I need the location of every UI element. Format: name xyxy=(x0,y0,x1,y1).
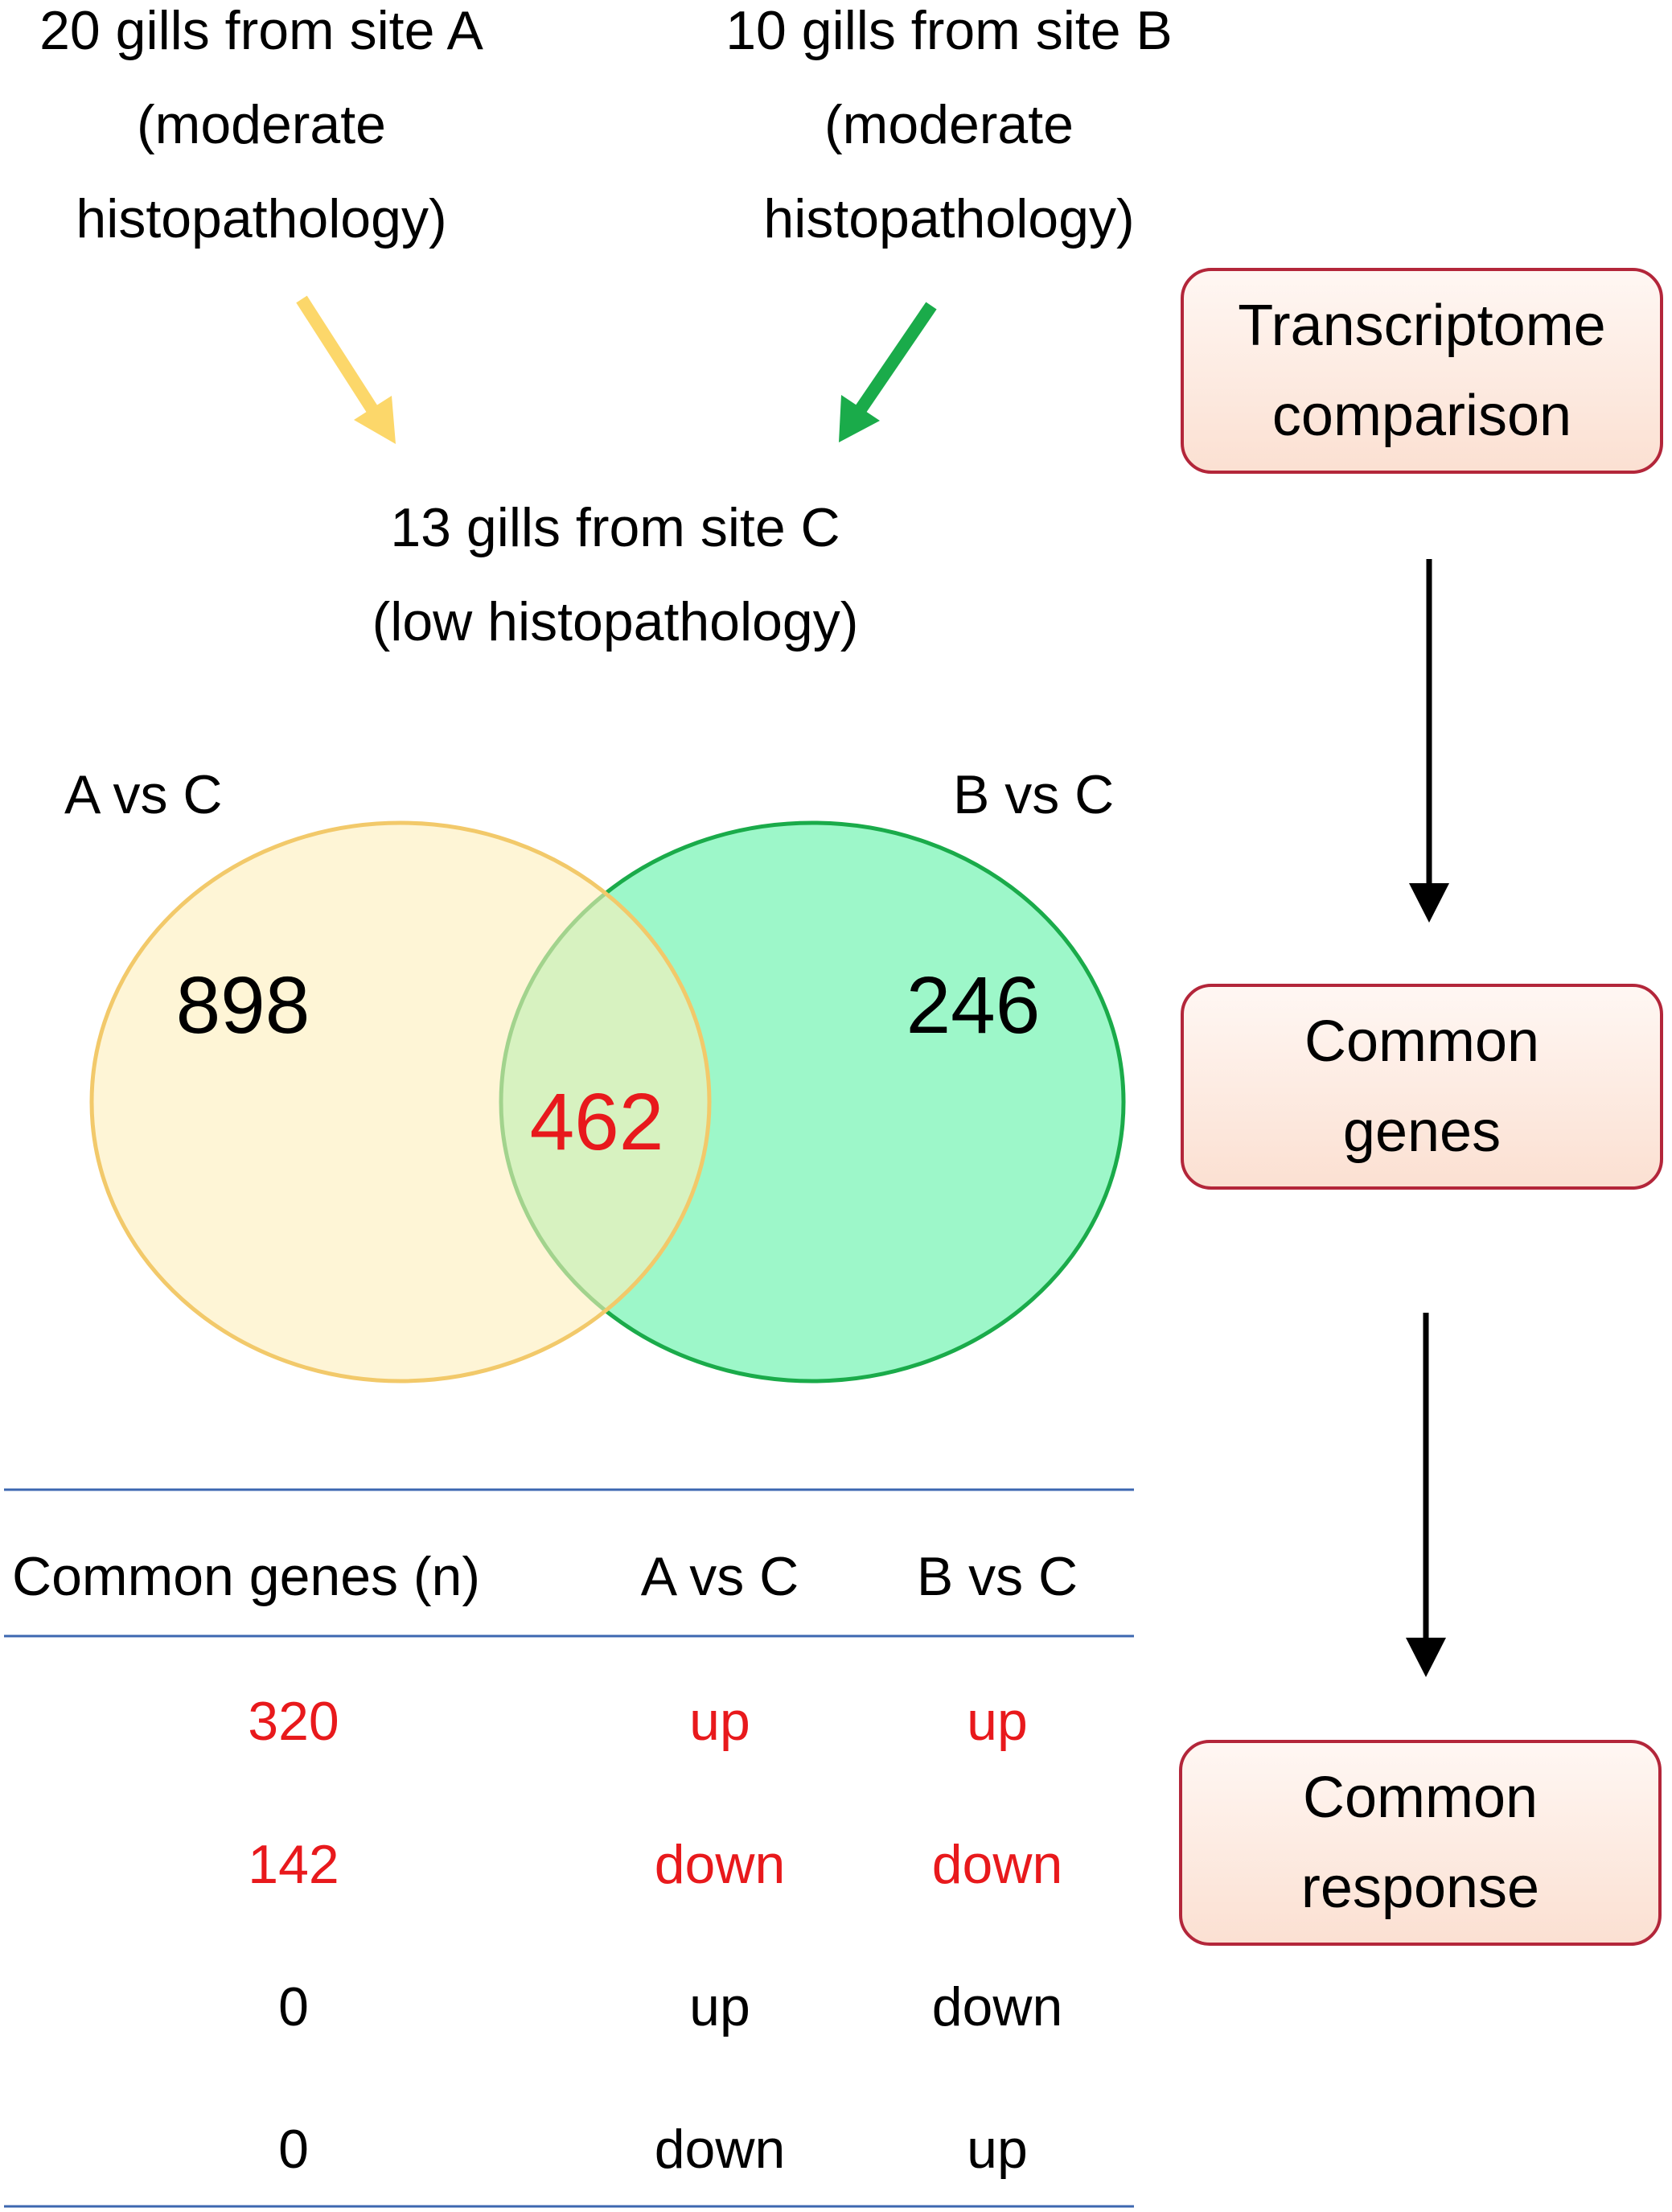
site-b-to-c-arrow xyxy=(839,302,937,442)
venn-only-a-count: 898 xyxy=(175,960,310,1050)
table-row-2-count: 142 xyxy=(248,1834,339,1895)
step-3-line-1: Common xyxy=(1302,1766,1538,1830)
step-1-line-2: comparison xyxy=(1271,384,1572,448)
site-a-description: 20 gills from site A (moderate histopath… xyxy=(0,0,523,266)
site-a-line-2: (moderate xyxy=(137,94,386,155)
step-2-line-1: Common xyxy=(1304,1009,1540,1074)
table-row-1-b: up xyxy=(967,1691,1028,1752)
table-row-3-a: up xyxy=(689,1976,750,2037)
table-row-4-b: up xyxy=(967,2119,1028,2180)
venn-set-b-label: B vs C xyxy=(953,764,1115,825)
table-header-a-vs-c: A vs C xyxy=(640,1546,799,1607)
workflow-arrow-1 xyxy=(1409,559,1449,923)
site-a-line-1: 20 gills from site A xyxy=(39,0,483,61)
site-c-description: 13 gills from site C (low histopathology… xyxy=(334,481,897,669)
site-a-to-c-arrow xyxy=(296,295,396,444)
table-header-b-vs-c: B vs C xyxy=(916,1546,1078,1607)
table-row-4-count: 0 xyxy=(278,2119,309,2180)
table-row-1-count: 320 xyxy=(248,1691,339,1752)
step-common-genes: Common genes xyxy=(1181,984,1663,1190)
table-row-3-count: 0 xyxy=(278,1976,309,2037)
venn-only-b-count: 246 xyxy=(906,960,1041,1050)
site-c-line-2: (low histopathology) xyxy=(372,591,859,652)
venn-set-a-label: A vs C xyxy=(64,764,223,825)
venn-diagram xyxy=(89,820,1126,1384)
step-1-line-1: Transcriptome xyxy=(1238,294,1606,358)
table-row-2-b: down xyxy=(931,1834,1063,1895)
workflow-arrow-2 xyxy=(1406,1313,1446,1677)
venn-shared-count: 462 xyxy=(529,1077,664,1167)
site-b-description: 10 gills from site B (moderate histopath… xyxy=(688,0,1210,266)
table-row-4-a: down xyxy=(654,2119,786,2180)
site-c-line-1: 13 gills from site C xyxy=(390,497,840,558)
step-3-line-2: response xyxy=(1300,1856,1540,1920)
table-row-2-a: down xyxy=(654,1834,786,1895)
step-2-line-2: genes xyxy=(1342,1100,1502,1164)
site-a-line-3: histopathology) xyxy=(76,188,447,249)
table-row-3-b: down xyxy=(931,1976,1063,2037)
site-b-line-1: 10 gills from site B xyxy=(725,0,1173,61)
table-row-1-a: up xyxy=(689,1691,750,1752)
venn-set-a-circle xyxy=(89,820,712,1384)
table-header-count: Common genes (n) xyxy=(12,1546,481,1607)
site-b-line-2: (moderate xyxy=(824,94,1074,155)
site-b-line-3: histopathology) xyxy=(763,188,1135,249)
step-common-response: Common response xyxy=(1179,1740,1662,1946)
step-transcriptome-comparison: Transcriptome comparison xyxy=(1181,268,1663,474)
